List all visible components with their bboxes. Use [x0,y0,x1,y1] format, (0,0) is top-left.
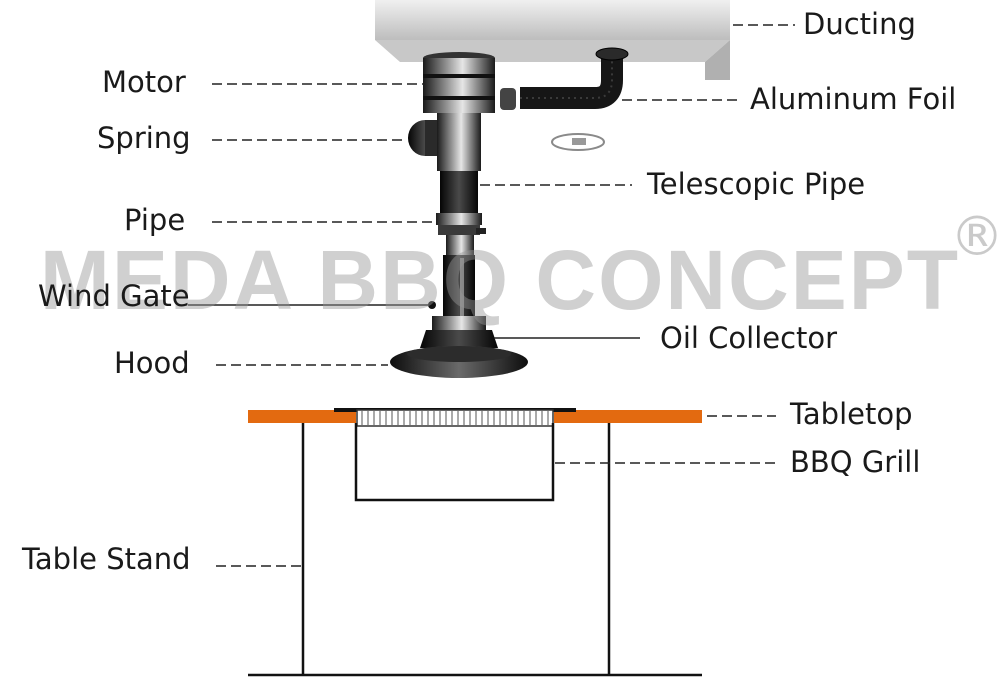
label-aluminum-foil: Aluminum Foil [750,82,957,116]
upper-pipe [437,113,481,171]
label-oil-collector: Oil Collector [660,321,838,355]
label-ducting: Ducting [803,7,916,41]
telescopic-pipe [440,171,478,215]
hood [390,346,528,378]
leader-lines [188,24,795,567]
label-telescopic-pipe: Telescopic Pipe [647,167,866,201]
label-motor: Motor [102,65,186,99]
label-wind-gate: Wind Gate [38,279,190,313]
label-table-stand: Table Stand [22,542,191,576]
aluminum-foil-duct [500,47,629,110]
oil-collector [420,316,498,348]
table-stand [248,423,702,677]
motor [423,52,495,113]
spring [408,120,442,156]
ducting-box [375,0,730,80]
label-tabletop: Tabletop [790,397,913,431]
watermark-text: MEDA BBQ CONCEPT [39,233,961,327]
pipe-collar [436,213,486,255]
registered-mark: ® [950,205,1000,268]
bbq-grill [354,409,555,502]
label-spring: Spring [97,121,191,155]
label-hood: Hood [114,346,190,380]
label-pipe: Pipe [124,203,186,237]
hose-clamp [551,133,605,151]
label-bbq-grill: BBQ Grill [790,445,921,479]
lower-pipe [428,255,475,318]
